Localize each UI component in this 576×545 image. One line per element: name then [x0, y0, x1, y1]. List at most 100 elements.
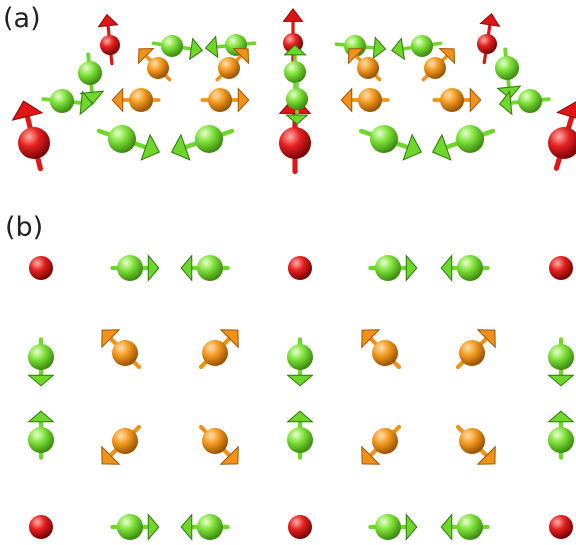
spin-green [180, 513, 230, 541]
atom-sphere [457, 255, 483, 281]
atom-sphere [286, 88, 308, 110]
spin-arrow-head [440, 513, 453, 541]
spin-red [97, 13, 120, 66]
panel-b-spin-top-view [27, 254, 575, 541]
atom-sphere [440, 88, 464, 112]
atom-sphere [284, 61, 306, 83]
spin-red [288, 515, 312, 539]
spin-green [431, 125, 496, 161]
spin-green [440, 254, 490, 282]
spin-arrow-head [431, 133, 452, 161]
atom-sphere [372, 340, 398, 366]
atom-sphere [108, 125, 136, 153]
atom-sphere [548, 127, 576, 159]
spin-arrow-head [438, 47, 456, 65]
spin-arrow-head [180, 254, 193, 282]
spin-arrow-head [347, 47, 365, 65]
spin-orange [137, 47, 172, 82]
atom-sphere [197, 255, 223, 281]
atom-sphere [495, 56, 519, 80]
spin-orange [101, 329, 142, 370]
atom-sphere [456, 125, 484, 153]
spin-green [358, 125, 423, 161]
spin-red [548, 101, 576, 171]
spin-green [547, 410, 575, 460]
atom-sphere [147, 57, 169, 79]
spin-orange [361, 424, 402, 465]
spin-arrow-head [27, 410, 55, 423]
spin-arrow-head [283, 44, 307, 56]
atom-sphere [288, 515, 312, 539]
atom-sphere [28, 344, 54, 370]
atom-sphere [202, 428, 228, 454]
panel-a-spin-canted-view [11, 7, 576, 175]
spin-arrow-head [372, 36, 387, 60]
spin-green [110, 254, 160, 282]
spin-orange [421, 47, 456, 82]
atom-sphere [459, 428, 485, 454]
atom-sphere [208, 88, 232, 112]
atom-sphere [29, 515, 53, 539]
panel-a-label: (a) [3, 3, 41, 34]
spin-red [549, 515, 573, 539]
spin-green [334, 35, 387, 60]
atom-sphere [112, 340, 138, 366]
spin-arrow-head [479, 12, 501, 27]
spin-red [549, 256, 573, 280]
spin-orange [101, 424, 142, 465]
spin-green [368, 513, 418, 541]
atom-sphere [518, 89, 542, 113]
atom-sphere [50, 89, 74, 113]
spin-arrow-head [219, 445, 239, 465]
spin-arrow-head [476, 445, 496, 465]
spin-red [11, 100, 50, 172]
spin-arrow-head [285, 114, 309, 125]
spin-arrow-head [180, 513, 193, 541]
spin-green [440, 513, 490, 541]
spin-arrow-head [405, 254, 418, 282]
spin-arrow-head [101, 329, 121, 349]
atom-sphere [370, 125, 398, 153]
spin-orange [347, 47, 382, 82]
spin-arrow-head [556, 101, 576, 119]
spin-arrow-head [440, 254, 453, 282]
spin-arrow-head [97, 13, 119, 28]
spin-green [27, 337, 55, 387]
spin-arrow-head [137, 47, 155, 65]
atom-sphere [287, 427, 313, 453]
spin-green [285, 81, 309, 125]
spin-green [151, 35, 203, 61]
spin-arrow-head [286, 410, 314, 423]
spin-green [110, 513, 160, 541]
spin-orange [455, 424, 496, 465]
atom-sphere [195, 125, 223, 153]
atom-sphere [161, 35, 183, 57]
spin-orange [340, 87, 390, 113]
spin-arrow-head [79, 90, 94, 116]
atom-sphere [18, 127, 50, 159]
spin-arrow-head [286, 374, 314, 387]
atom-sphere [357, 57, 379, 79]
spin-arrow-head [361, 445, 381, 465]
spin-green [495, 47, 522, 100]
atom-sphere [372, 428, 398, 454]
atom-sphere [287, 344, 313, 370]
spin-orange [198, 424, 239, 465]
atom-sphere [424, 57, 446, 79]
spin-arrow-head [101, 445, 121, 465]
spin-green [96, 125, 161, 161]
spin-arrow-head [27, 374, 55, 387]
spin-arrow-head [11, 100, 44, 121]
atom-sphere [279, 127, 311, 159]
spin-arrow-head [547, 374, 575, 387]
atom-sphere [202, 340, 228, 366]
atom-sphere [375, 255, 401, 281]
panel-b-label: (b) [5, 212, 43, 243]
spin-arrow-head [232, 47, 250, 65]
spin-arrow-head [204, 35, 219, 59]
atom-sphere [197, 514, 223, 540]
spin-green [547, 337, 575, 387]
atom-sphere [117, 255, 143, 281]
atom-sphere [457, 514, 483, 540]
